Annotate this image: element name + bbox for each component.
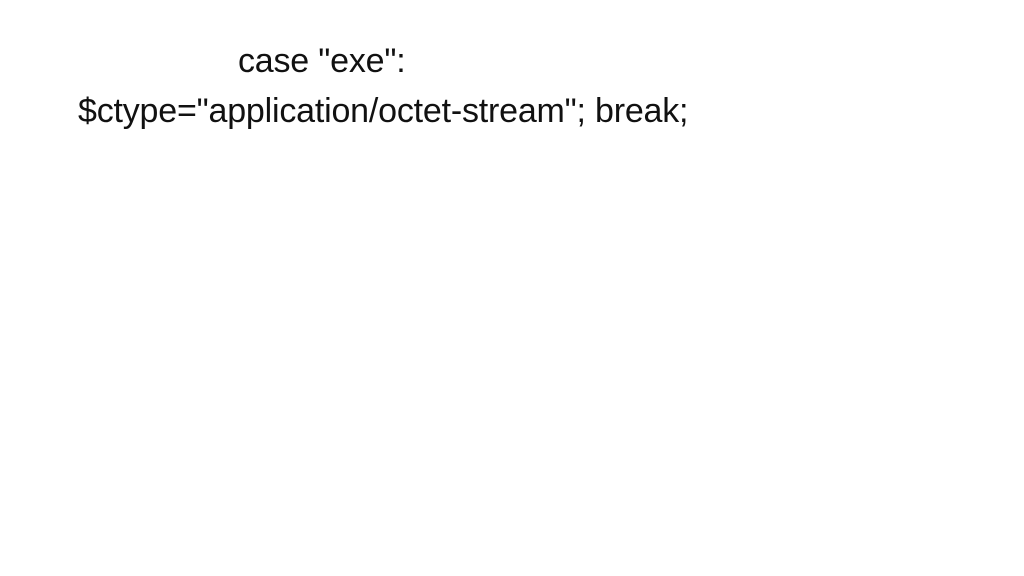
code-text-block: case "exe": $ctype="application/octet-st… <box>78 36 978 136</box>
code-line-ctype: $ctype="application/octet-stream"; break… <box>78 92 689 130</box>
code-line-case: case "exe": <box>238 42 406 80</box>
